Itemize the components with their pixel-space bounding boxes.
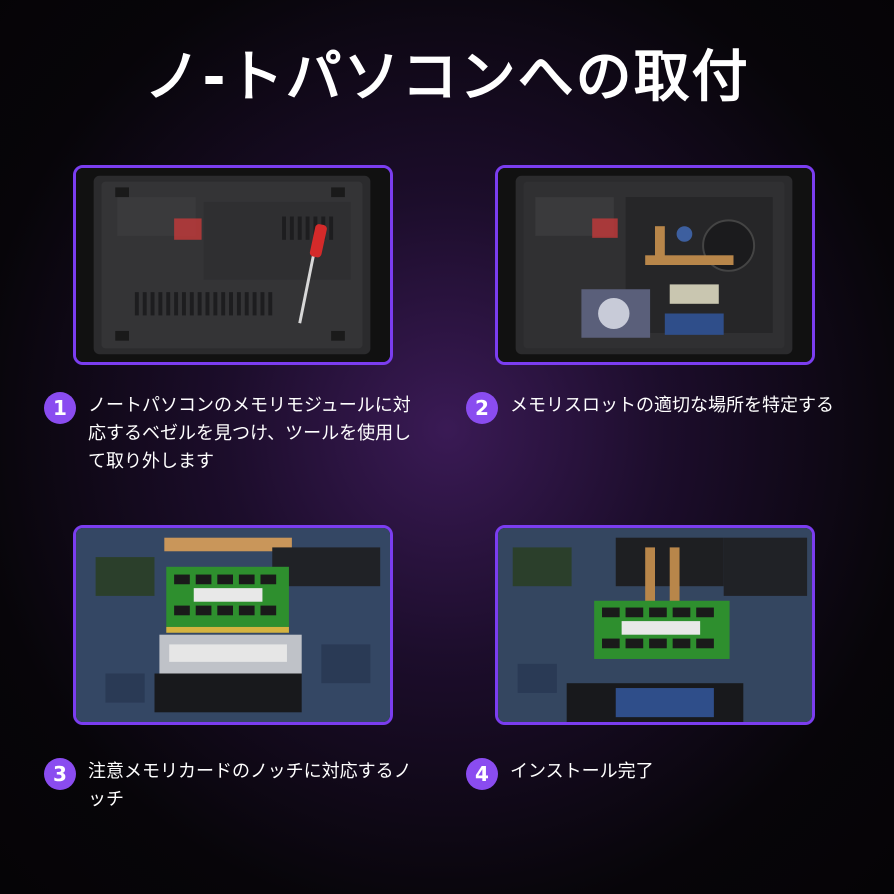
- step-3: 3 注意メモリカードのノッチに対応するノッチ: [44, 758, 424, 814]
- step-description: メモリスロットの適切な場所を特定する: [510, 395, 834, 416]
- step-1-photo: [73, 165, 393, 365]
- step-description: 注意メモリカードのノッチに対応するノッチ: [88, 761, 412, 810]
- step-description: ノートパソコンのメモリモジュールに対応するベゼルを見つけ、ツールを使用して取り外…: [88, 395, 412, 472]
- step-description: インストール完了: [510, 761, 654, 782]
- step-4: 4 インストール完了: [466, 758, 846, 790]
- step-3-photo: [73, 525, 393, 725]
- step-number-badge: 4: [466, 758, 498, 790]
- step-number-badge: 3: [44, 758, 76, 790]
- step-1: 1 ノートパソコンのメモリモジュールに対応するベゼルを見つけ、ツールを使用して取…: [44, 392, 414, 476]
- step-4-photo: [495, 525, 815, 725]
- step-2: 2 メモリスロットの適切な場所を特定する: [466, 392, 866, 424]
- step-2-photo: [495, 165, 815, 365]
- page-title: ノ-トパソコンへの取付: [144, 45, 750, 110]
- step-number-badge: 2: [466, 392, 498, 424]
- step-number-badge: 1: [44, 392, 76, 424]
